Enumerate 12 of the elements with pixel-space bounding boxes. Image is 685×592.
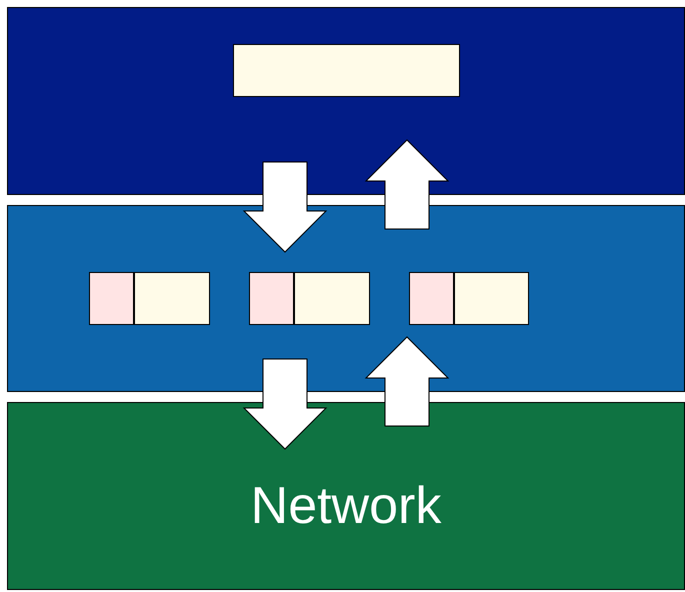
band-label: Network <box>250 480 442 532</box>
block-arrow <box>364 336 450 426</box>
block-arrow <box>364 139 450 230</box>
empty-box <box>249 272 294 325</box>
empty-box <box>89 272 134 325</box>
empty-box <box>233 44 460 97</box>
layer-band <box>7 7 685 195</box>
block-arrow <box>242 358 328 450</box>
network-band <box>7 402 685 590</box>
block-arrow <box>242 162 328 253</box>
layer-band <box>7 205 685 392</box>
empty-box <box>409 272 454 325</box>
